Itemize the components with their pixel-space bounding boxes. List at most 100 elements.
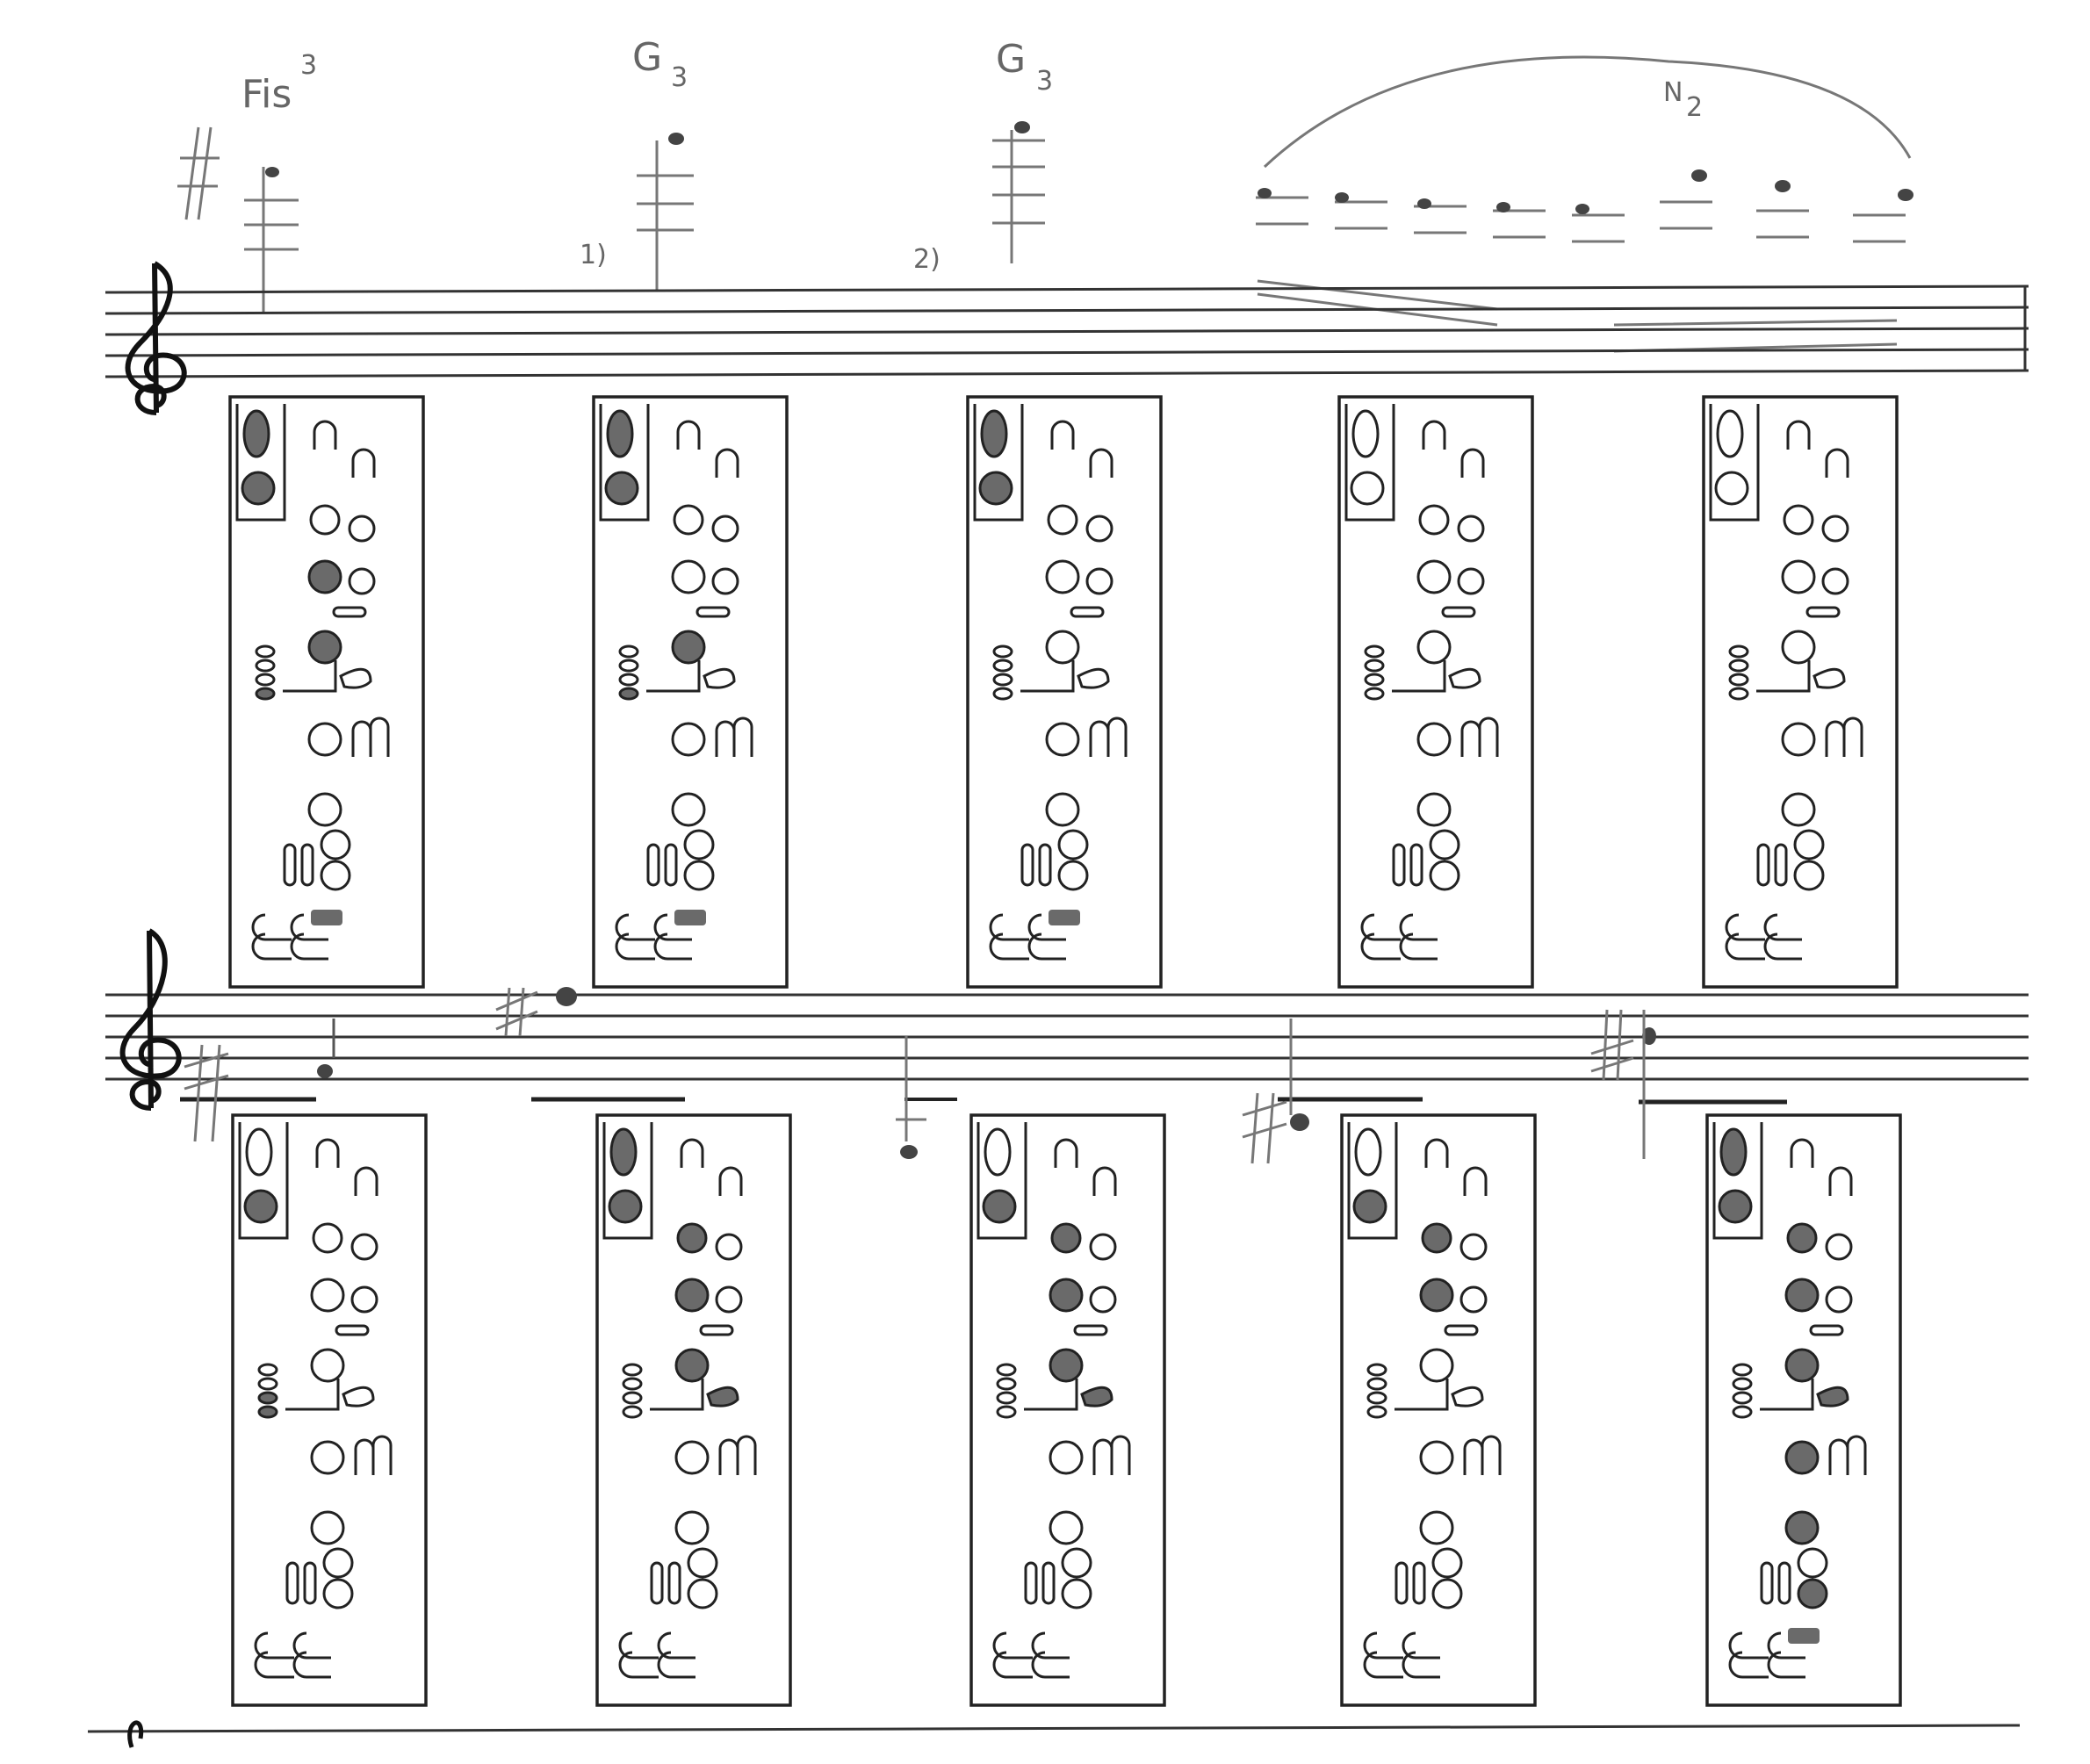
trill-key-icon bbox=[348, 567, 376, 595]
staff-2 bbox=[105, 993, 2029, 1081]
tone-hole-6-icon bbox=[1431, 1578, 1463, 1609]
tone-hole-3-icon bbox=[674, 1348, 710, 1383]
trill-key-icon bbox=[1825, 1233, 1853, 1261]
octave-key-icon bbox=[718, 1166, 743, 1196]
fingering-diagram-row2-3 bbox=[969, 1113, 1166, 1707]
tone-hole-1-icon bbox=[312, 1222, 343, 1254]
lh-low-key-icon bbox=[703, 667, 736, 689]
tone-hole-6-icon bbox=[1429, 860, 1460, 891]
lh-low-key-icon bbox=[1813, 667, 1846, 689]
octave-key-icon bbox=[354, 1166, 378, 1196]
octave-key-icon bbox=[1825, 448, 1849, 478]
pinky-key-icon bbox=[653, 913, 692, 941]
side-key-icon bbox=[1441, 606, 1476, 618]
thumb-hole-icon bbox=[978, 471, 1013, 506]
rh-key-icon bbox=[646, 843, 660, 887]
rh-side-keys-icon bbox=[1463, 1435, 1502, 1475]
tone-hole-4-icon bbox=[674, 1440, 710, 1475]
side-key-icon bbox=[992, 659, 1013, 673]
trill-key-icon bbox=[320, 829, 351, 860]
tone-hole-2-icon bbox=[1416, 559, 1452, 594]
thumb-hole-icon bbox=[243, 1189, 278, 1224]
rh-key-icon bbox=[300, 843, 314, 887]
side-key-icon bbox=[257, 1405, 278, 1419]
side-key-icon bbox=[257, 1391, 278, 1405]
label-g3-a-sub: 3 bbox=[671, 62, 688, 93]
label-g3-b: G bbox=[996, 37, 1026, 82]
trill-key-icon bbox=[1793, 829, 1825, 860]
octave-key-icon bbox=[1828, 1166, 1853, 1196]
divider-line bbox=[1020, 660, 1075, 693]
side-key-icon bbox=[1728, 687, 1749, 701]
divider-line bbox=[650, 1379, 704, 1411]
tone-hole-4-icon bbox=[310, 1440, 345, 1475]
note-c-sharp bbox=[180, 1019, 335, 1142]
rh-side-keys-icon bbox=[1089, 716, 1128, 757]
thumb-reed-key-icon bbox=[1354, 1127, 1382, 1177]
side-key-icon bbox=[622, 1377, 643, 1391]
side-key-icon bbox=[1366, 1405, 1387, 1419]
divider-line bbox=[1024, 1379, 1078, 1411]
octave-key-icon bbox=[1050, 420, 1075, 450]
rh-key-icon bbox=[1392, 843, 1406, 887]
octave-key-icon bbox=[1422, 420, 1446, 450]
label-n2: N bbox=[1663, 77, 1683, 108]
side-key-icon bbox=[255, 659, 276, 673]
pinky-key-icon bbox=[292, 1631, 331, 1660]
trill-key-icon bbox=[1061, 1547, 1092, 1579]
lh-low-key-icon bbox=[1448, 667, 1481, 689]
tone-hole-3-icon bbox=[310, 1348, 345, 1383]
tone-hole-2-icon bbox=[1045, 559, 1080, 594]
side-key-icon bbox=[992, 673, 1013, 687]
thumb-reed-key-icon bbox=[606, 409, 634, 458]
thumb-reed-key-icon bbox=[1719, 1127, 1748, 1177]
rh-side-keys-icon bbox=[1092, 1435, 1131, 1475]
tone-hole-1-icon bbox=[1418, 504, 1450, 536]
trill-key-icon bbox=[1089, 1285, 1117, 1314]
staff-2-notes bbox=[180, 987, 1787, 1164]
side-key-icon bbox=[618, 673, 639, 687]
tone-hole-5-icon bbox=[1049, 1510, 1084, 1545]
pinky-key-icon bbox=[992, 1651, 1033, 1679]
side-key-icon bbox=[695, 606, 731, 618]
diagram-frame bbox=[1705, 1113, 1902, 1707]
side-key-icon bbox=[1732, 1391, 1753, 1405]
tone-hole-1-icon bbox=[676, 1222, 708, 1254]
side-key-icon bbox=[255, 687, 276, 701]
tone-hole-3-icon bbox=[1416, 630, 1452, 665]
pinky-key-icon bbox=[251, 932, 292, 961]
octave-key-icon bbox=[315, 1138, 340, 1168]
tone-hole-3-icon bbox=[307, 630, 342, 665]
pinky-key-icon bbox=[1399, 913, 1438, 941]
tone-hole-5-icon bbox=[1784, 1510, 1820, 1545]
tone-hole-3-icon bbox=[1781, 630, 1816, 665]
side-key-icon bbox=[1364, 673, 1385, 687]
trill-group bbox=[1256, 55, 1913, 353]
octave-key-icon bbox=[1054, 1138, 1078, 1168]
thumb-bracket bbox=[1344, 404, 1395, 522]
tone-hole-5-icon bbox=[1416, 792, 1452, 827]
divider-line bbox=[1395, 1379, 1449, 1411]
trill-key-icon bbox=[715, 1233, 743, 1261]
tone-hole-2-icon bbox=[1781, 559, 1816, 594]
rh-key-icon bbox=[1774, 843, 1788, 887]
trill-key-icon bbox=[348, 515, 376, 543]
lh-low-key-icon bbox=[1451, 1386, 1484, 1408]
pinky-key-icon bbox=[1402, 1651, 1440, 1679]
tone-hole-5-icon bbox=[1419, 1510, 1454, 1545]
octave-key-icon bbox=[1424, 1138, 1449, 1168]
side-key-icon bbox=[1732, 1377, 1753, 1391]
divider-line bbox=[285, 1379, 340, 1411]
side-key-icon bbox=[1364, 687, 1385, 701]
rh-key-icon bbox=[1756, 843, 1770, 887]
divider-line bbox=[646, 660, 701, 693]
thumb-reed-key-icon bbox=[980, 409, 1008, 458]
side-key-icon bbox=[1070, 606, 1105, 618]
side-key-icon bbox=[332, 606, 367, 618]
thumb-hole-icon bbox=[1718, 1189, 1753, 1224]
pinky-key-icon bbox=[254, 1651, 294, 1679]
octave-key-icon bbox=[676, 420, 701, 450]
trill-key-icon bbox=[1459, 1233, 1488, 1261]
side-key-icon bbox=[996, 1405, 1017, 1419]
